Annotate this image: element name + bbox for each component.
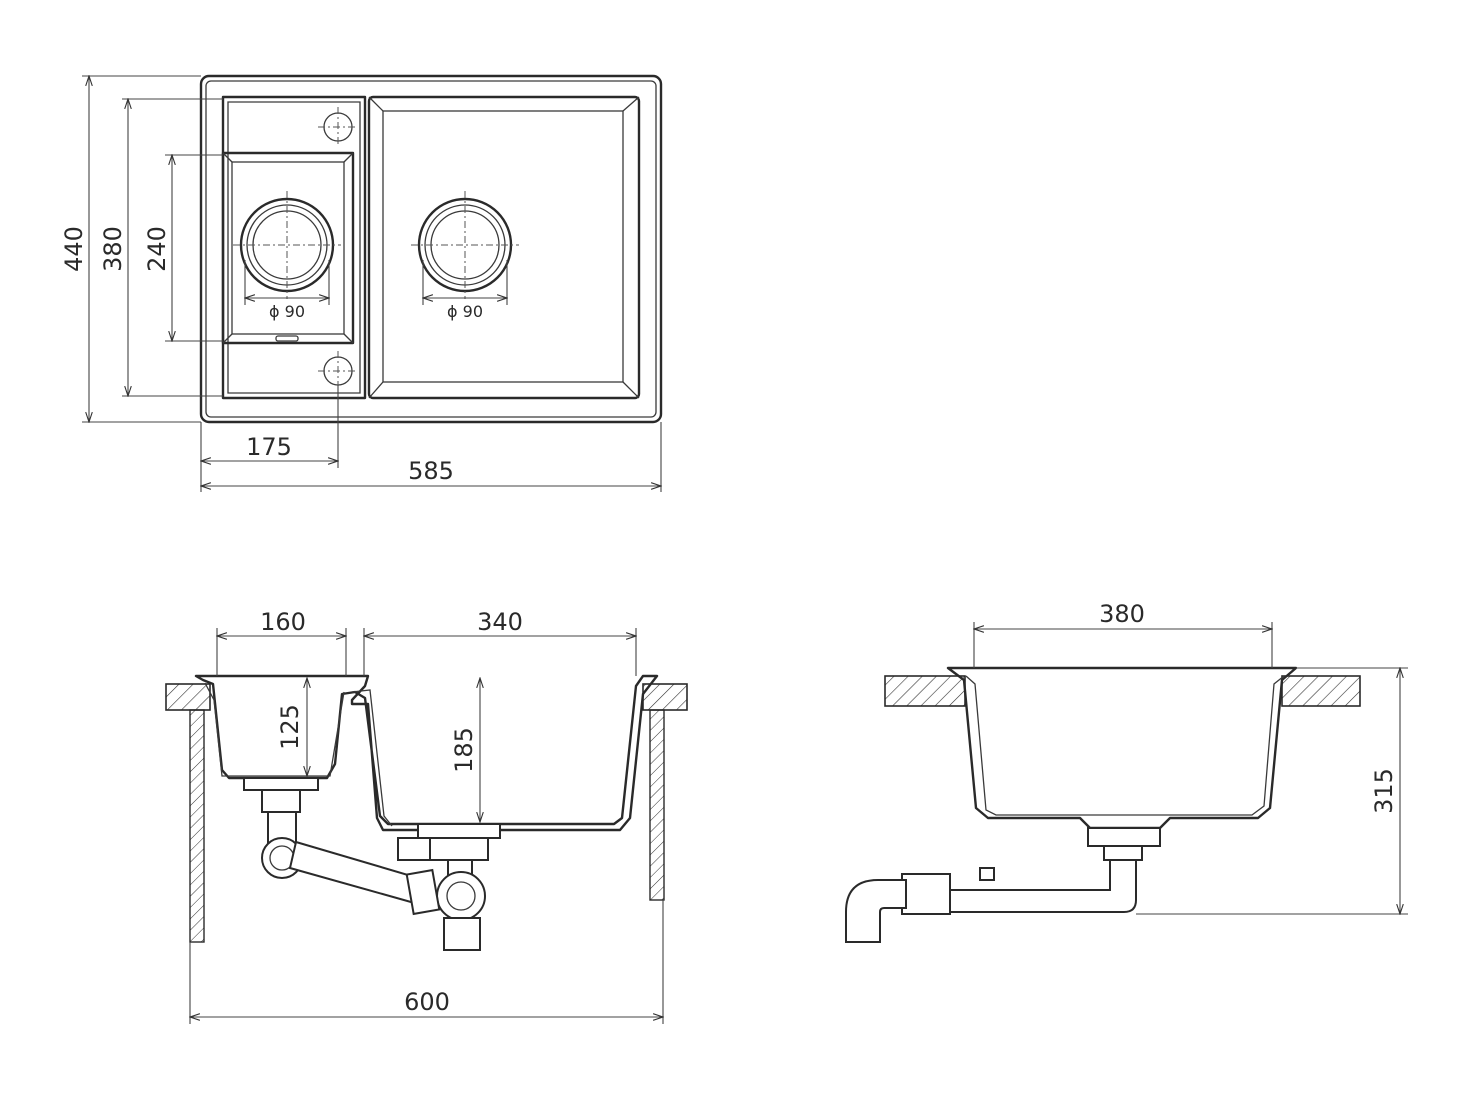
side-section-view: 380 315 — [845, 600, 1408, 943]
dim-380-side: 380 — [1099, 600, 1145, 628]
small-bowl — [221, 151, 355, 345]
dim-600: 600 — [404, 988, 450, 1016]
tap-hole-icon — [318, 107, 358, 147]
drain-right-icon — [411, 191, 519, 299]
top-view: ϕ 90 ϕ 90 440 380 240 175 585 — [60, 74, 663, 492]
dim-125: 125 — [276, 704, 304, 750]
front-section-view: 160 340 125 185 600 — [165, 608, 688, 1024]
sink-cross-section — [946, 666, 1298, 830]
dim-440: 440 — [60, 226, 88, 272]
dim-315: 315 — [1370, 768, 1398, 814]
dim-340: 340 — [477, 608, 523, 636]
drain-right-diameter-label: ϕ 90 — [447, 302, 483, 321]
countertop-left — [884, 675, 966, 707]
drain-left-icon — [233, 191, 341, 299]
countertop-right — [1281, 675, 1361, 707]
countertop-left — [165, 683, 211, 711]
dim-185: 185 — [450, 727, 478, 773]
cabinet-wall-right — [649, 709, 665, 901]
dim-175: 175 — [246, 433, 292, 461]
countertop-right — [642, 683, 688, 711]
dim-380: 380 — [99, 226, 127, 272]
sink-outline — [199, 74, 663, 424]
dim-585: 585 — [408, 457, 454, 485]
dim-160: 160 — [260, 608, 306, 636]
dim-240: 240 — [143, 226, 171, 272]
large-bowl — [367, 95, 641, 400]
drain-left-diameter-label: ϕ 90 — [269, 302, 305, 321]
cabinet-wall-left — [189, 709, 205, 943]
